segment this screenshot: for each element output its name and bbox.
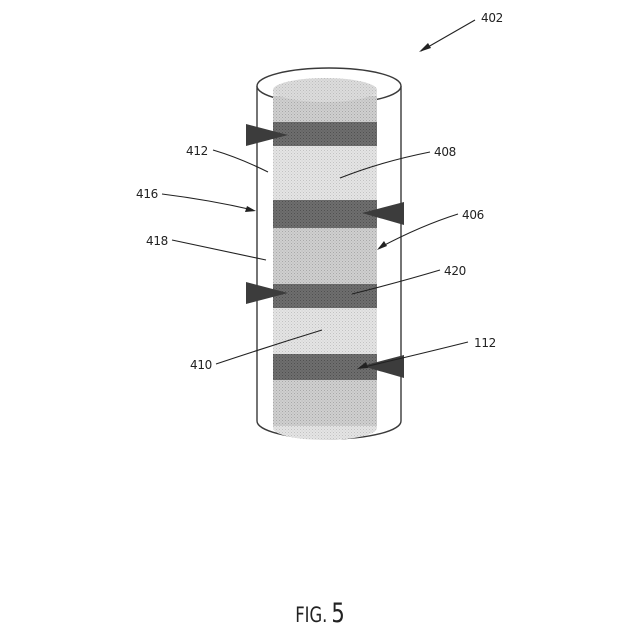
core-segment-bottom — [273, 380, 377, 426]
label-406: 406 — [462, 208, 484, 222]
inner-core — [273, 78, 377, 440]
core-segment-408 — [273, 146, 377, 200]
label-418: 418 — [146, 234, 168, 248]
figure-caption-prefix: FIG. — [295, 603, 327, 627]
dark-band-2 — [273, 200, 377, 228]
figure-caption-number: 5 — [331, 598, 344, 629]
core-segment-418 — [273, 228, 377, 284]
core-segment-410 — [273, 308, 377, 354]
dark-band-1 — [273, 122, 377, 146]
label-112: 112 — [474, 336, 496, 350]
label-410: 410 — [190, 358, 212, 372]
label-412: 412 — [186, 144, 208, 158]
dark-band-3 — [273, 284, 377, 308]
inner-core-top — [273, 78, 377, 102]
label-402: 402 — [481, 11, 503, 25]
leader-416 — [162, 194, 253, 210]
figure-caption: FIG. 5 — [70, 598, 569, 629]
leader-418 — [172, 240, 266, 260]
arrowhead-416 — [245, 206, 256, 212]
label-416: 416 — [136, 187, 158, 201]
label-420: 420 — [444, 264, 466, 278]
arrowhead-402 — [419, 43, 431, 52]
label-408: 408 — [434, 145, 456, 159]
